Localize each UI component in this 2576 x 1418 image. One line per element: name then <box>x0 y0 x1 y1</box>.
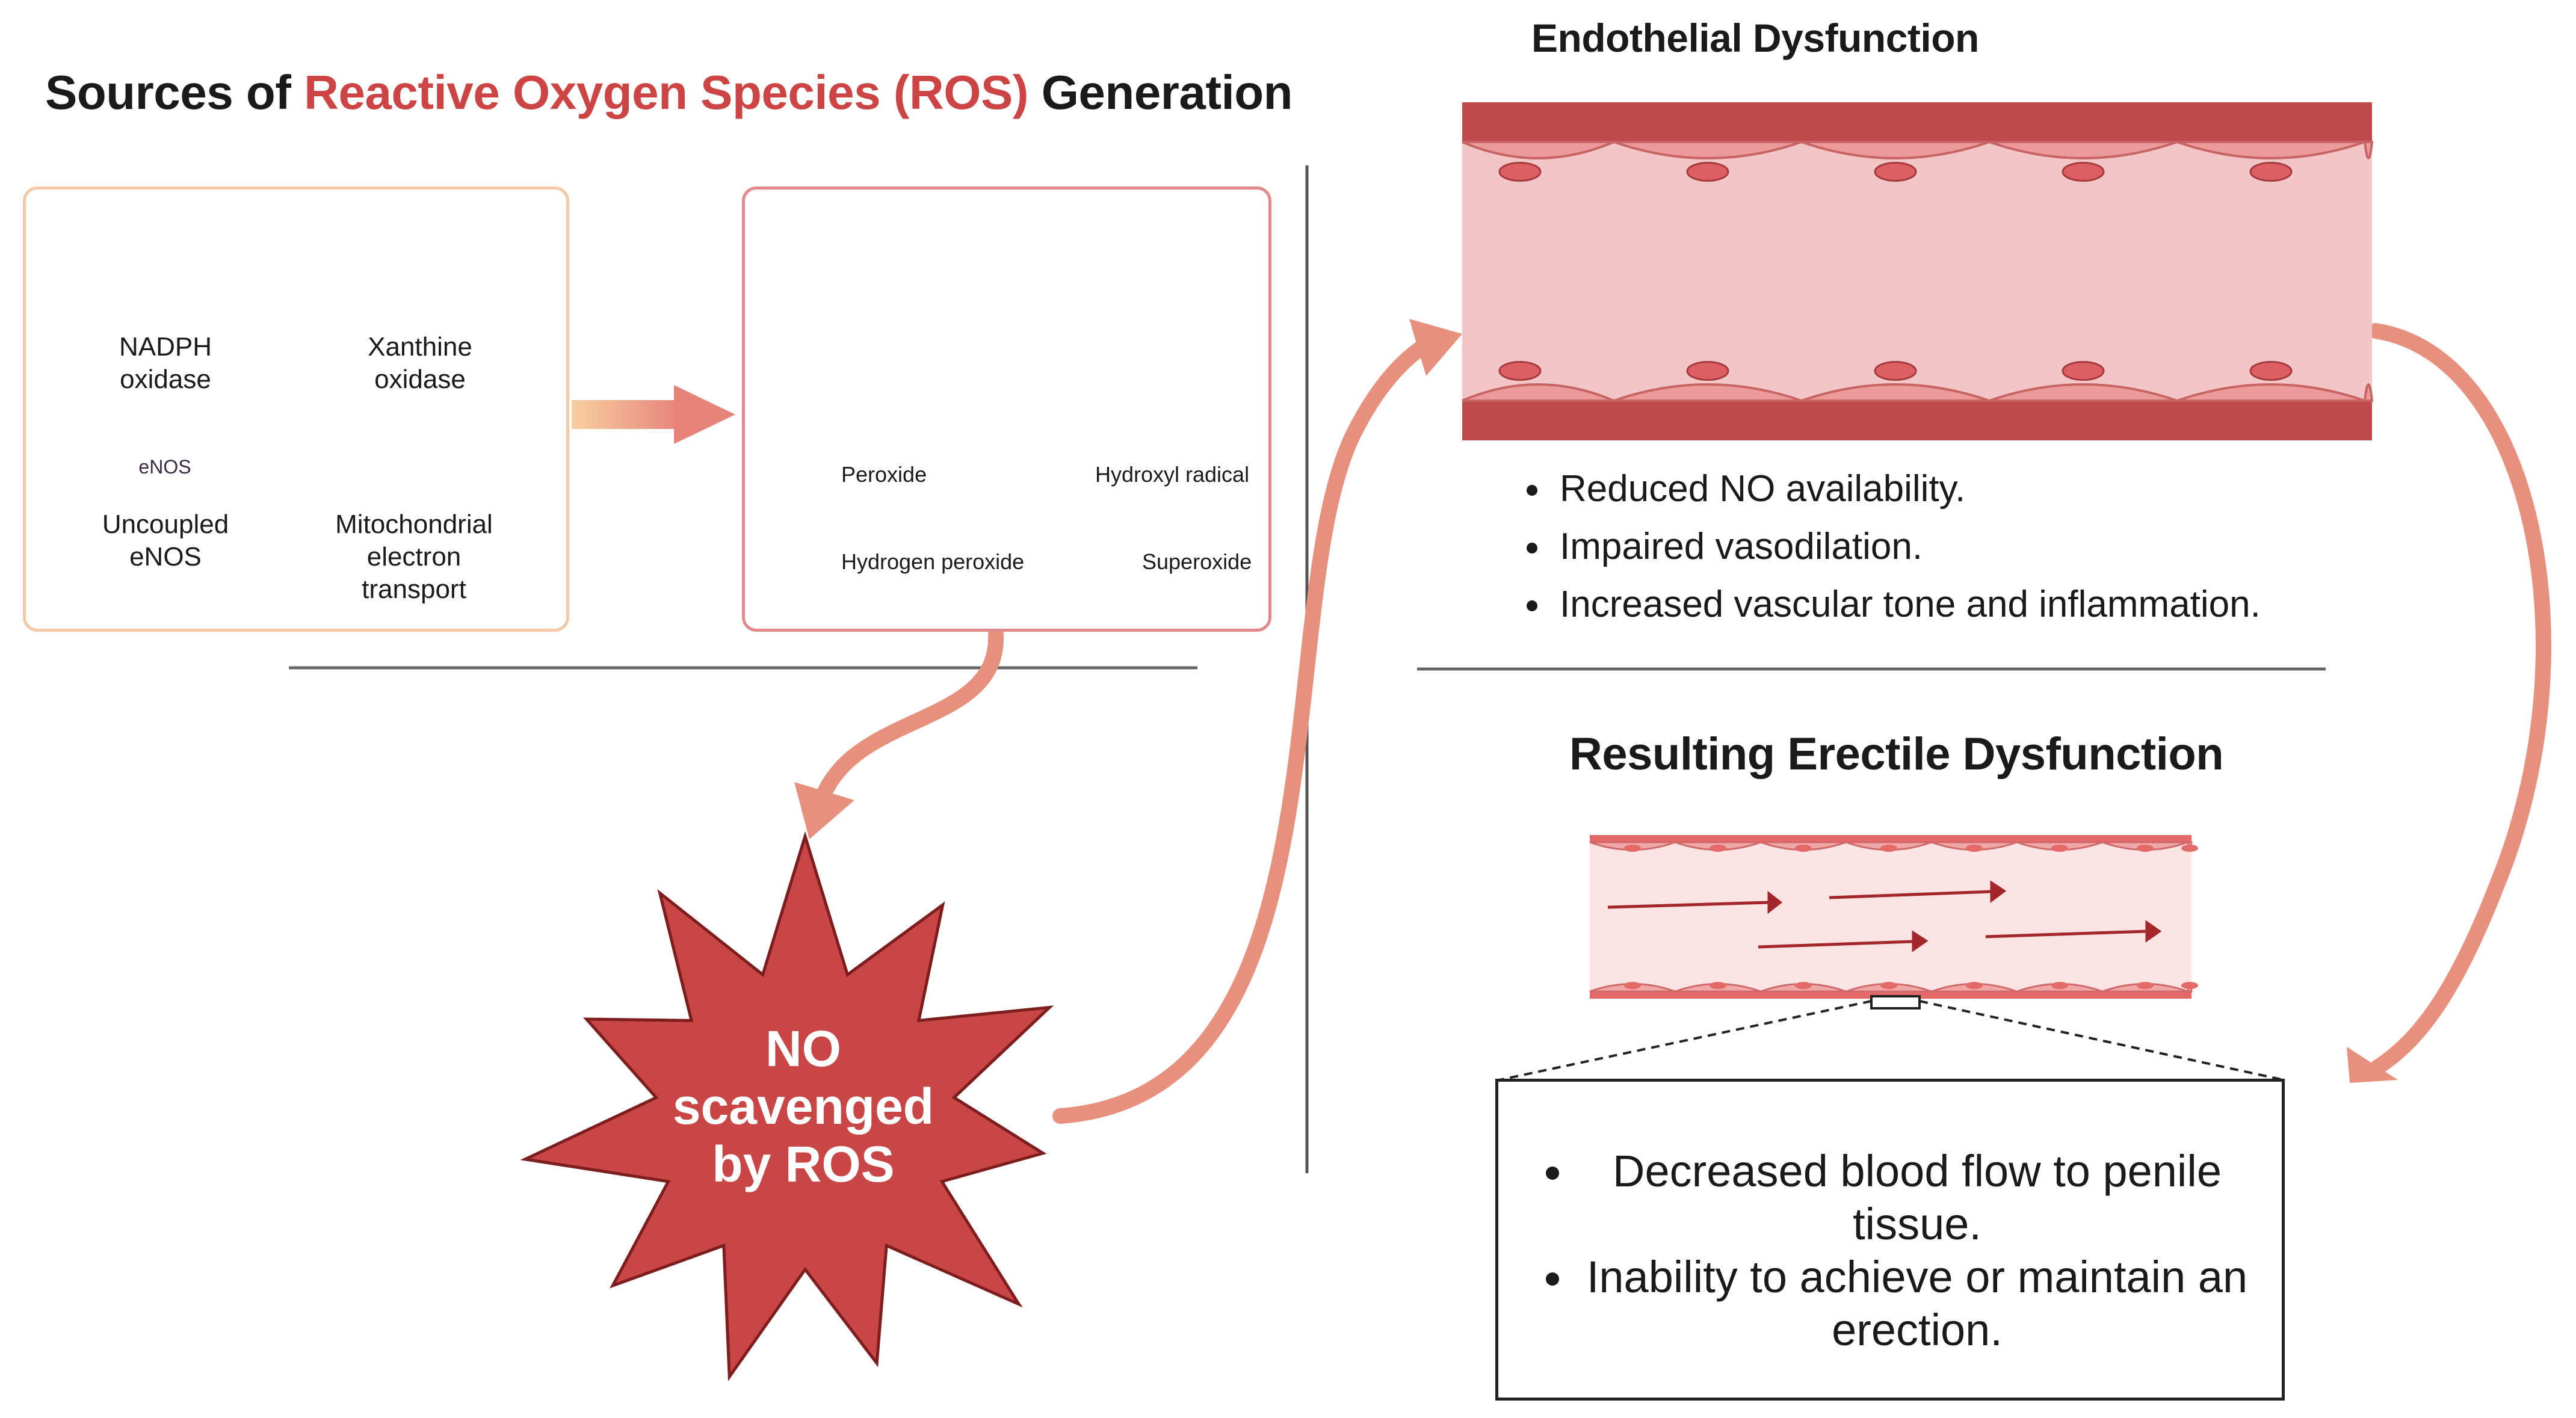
superoxide-symbol: ·O₂⁻ <box>1068 550 1111 573</box>
ros-species-panel <box>742 186 1271 632</box>
cell-nucleus <box>1966 982 1983 990</box>
erectile-vessel <box>1499 835 2284 1081</box>
peroxide-label: Peroxide <box>841 462 927 487</box>
endothelial-cell <box>2363 383 2374 402</box>
endothelial-cell <box>1989 383 2178 402</box>
endothelial-bullets: Reduced NO availability. Impaired vasodi… <box>1504 460 2455 633</box>
endothelial-cell <box>1462 141 1614 159</box>
cell-nucleus <box>2062 361 2105 381</box>
endothelial-cell <box>2363 141 2374 159</box>
title-highlight: Reactive Oxygen Species (ROS) <box>304 66 1028 119</box>
endothelial-cell <box>1989 141 2178 159</box>
cell-nucleus <box>2062 162 2105 182</box>
cell-nucleus <box>1498 162 1542 182</box>
cell-nucleus <box>1966 844 1983 852</box>
source-label-nadph: NADPH oxidase <box>119 332 212 394</box>
erectile-outcome-box: Decreased blood flow to penile tissue. I… <box>1495 1079 2285 1401</box>
cell-nucleus <box>1624 982 1641 990</box>
ros-burst-label: ROS <box>933 297 1017 340</box>
hydroxyl-label: Hydroxyl radical <box>1095 462 1250 487</box>
cell-nucleus <box>2137 844 2154 852</box>
cell-nucleus <box>1795 844 1812 852</box>
scavenge-label: NO scavenged by ROS <box>662 1020 945 1193</box>
endothelial-cell <box>1613 383 1802 402</box>
no-scavenged-star <box>520 831 1054 1381</box>
cell-nucleus <box>2137 982 2154 990</box>
endothelial-heading: Endothelial Dysfunction <box>1531 16 1979 60</box>
sources-to-ros-arrow <box>572 385 735 444</box>
cell-nucleus <box>2181 982 2198 990</box>
blood-flow-arrows <box>1607 880 2162 952</box>
endothelium-to-ed-arrow <box>2368 323 2551 1076</box>
ros-sources-panel <box>23 186 569 632</box>
cell-nucleus <box>2181 844 2198 852</box>
cell-nucleus <box>1686 361 1729 381</box>
cell-nucleus <box>1880 982 1897 990</box>
scavenge-line-3: by ROS <box>712 1136 895 1192</box>
zoom-line-left <box>1499 1000 1872 1081</box>
peroxide-symbol: ·O₂²⁻ <box>764 463 814 486</box>
cell-nucleus <box>2249 361 2293 381</box>
endothelial-cell <box>1801 141 1990 159</box>
scavenge-line-2: scavenged <box>672 1078 934 1135</box>
superoxide-label: Superoxide <box>1142 549 1252 574</box>
hydrogen-peroxide-symbol: H₂O₂ <box>764 549 814 572</box>
cell-nucleus <box>2051 844 2068 852</box>
cell-nucleus <box>1710 982 1726 990</box>
cell-nucleus <box>1874 162 1917 182</box>
endothelial-vessel <box>1462 102 2374 440</box>
source-label-xanthine: Xanthine oxidase <box>368 332 472 394</box>
erectile-bullets: Decreased blood flow to penile tissue. I… <box>1498 1145 2282 1357</box>
source-label-mitochondrial: Mitochondrial electron transport <box>335 510 493 604</box>
cell-nucleus <box>1624 844 1641 852</box>
erectile-bullet: Decreased blood flow to penile tissue. <box>1577 1145 2258 1251</box>
hydrogen-peroxide-label: Hydrogen peroxide <box>841 549 1025 574</box>
zoom-line-right <box>1919 1000 2284 1081</box>
cell-nucleus <box>2249 162 2293 182</box>
endothelial-cell <box>2176 383 2365 402</box>
cell-nucleus <box>2051 982 2068 990</box>
cell-nucleus <box>1710 844 1726 852</box>
star-to-endothelium-arrow <box>1052 329 1452 1124</box>
cell-nucleus <box>1795 982 1812 990</box>
source-label-enos: Uncoupled eNOS <box>102 510 229 572</box>
hydroxyl-symbol: ·OH <box>1024 462 1063 485</box>
endothelial-cell <box>2176 141 2365 159</box>
cell-nucleus <box>1880 844 1897 852</box>
endothelial-bullet: Reduced NO availability. <box>1552 460 2455 518</box>
endothelial-cell <box>1801 383 1990 402</box>
endothelial-bullet: Increased vascular tone and inflammation… <box>1552 576 2455 633</box>
endothelial-cell <box>1462 383 1614 402</box>
endothelial-cell <box>1613 141 1802 159</box>
cell-nucleus <box>1686 162 1729 182</box>
zoom-marker <box>1870 995 1921 1010</box>
erectile-heading: Resulting Erectile Dysfunction <box>1569 729 2224 780</box>
enos-badge-label: eNOS <box>138 456 191 478</box>
ros-to-scavenge-arrow <box>814 627 1004 808</box>
cell-nucleus <box>1498 361 1542 381</box>
scavenge-line-1: NO <box>765 1020 841 1077</box>
title-prefix: Sources of <box>45 66 291 119</box>
title-suffix: Generation <box>1041 66 1293 119</box>
endothelial-bullet: Impaired vasodilation. <box>1552 518 2455 576</box>
erectile-bullet: Inability to achieve or maintain an erec… <box>1577 1251 2258 1357</box>
page-title: Sources of Reactive Oxygen Species (ROS)… <box>45 65 1293 120</box>
cell-nucleus <box>1874 361 1917 381</box>
